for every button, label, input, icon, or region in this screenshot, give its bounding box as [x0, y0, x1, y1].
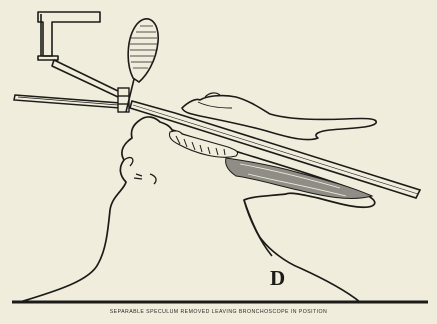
speculum-lever	[14, 95, 120, 108]
speculum-frame	[38, 12, 120, 97]
figure-label: D	[270, 268, 286, 289]
figure-caption: SEPARABLE SPECULUM REMOVED LEAVING BRONC…	[0, 308, 437, 316]
paddle-handle	[126, 19, 158, 112]
